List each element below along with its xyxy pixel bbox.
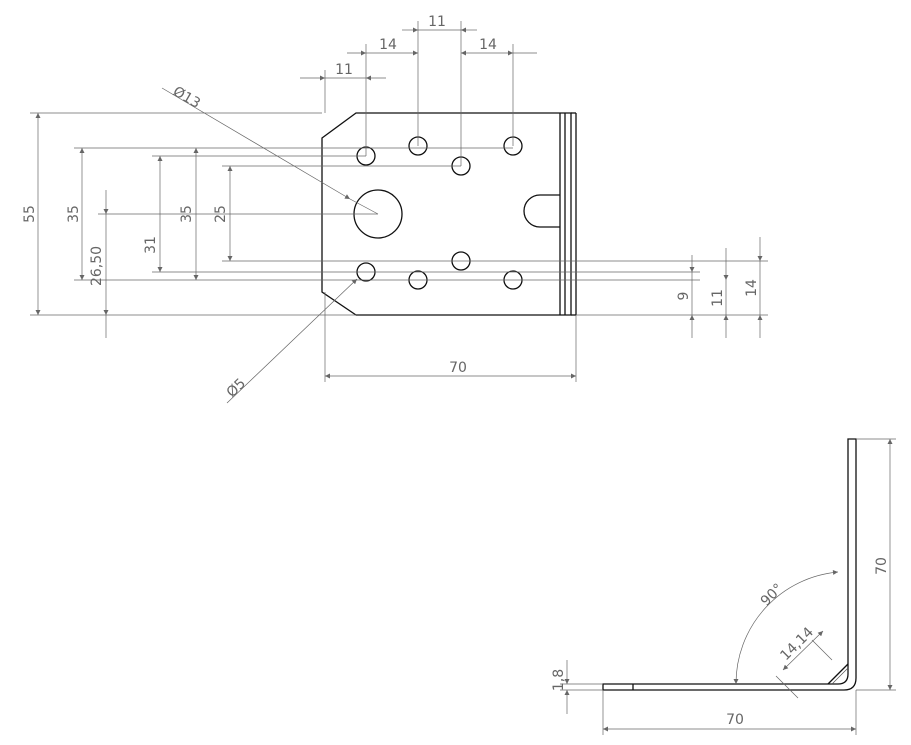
slot-cutout — [523, 194, 560, 228]
dim-gusset-length: 14,14 — [777, 624, 817, 664]
dim-overall-height: 55 — [22, 205, 38, 223]
dim-center-row-spacing: 25 — [213, 205, 229, 223]
dim-hole-pitch-right: 14 — [479, 37, 497, 53]
dim-horizontal-leg: 70 — [726, 712, 744, 728]
dim-center-hole-offset: 26,50 — [89, 246, 105, 286]
top-view: 11 14 14 11 Ø13 Ø5 55 35 — [22, 14, 768, 404]
gusset-rib — [827, 663, 849, 685]
dim-vertical-leg: 70 — [874, 557, 890, 575]
dim-inner-hole-spacing: 35 — [179, 205, 195, 223]
dim-bottom-offset-1: 9 — [676, 292, 692, 301]
dim-bend-angle: 90° — [758, 581, 787, 610]
dim-small-hole-diameter: Ø5 — [224, 376, 249, 401]
dim-overall-width: 70 — [449, 360, 467, 376]
dim-edge-to-first-hole: 11 — [335, 62, 353, 78]
dim-hole-pitch-middle: 11 — [428, 14, 446, 30]
dim-outer-hole-spacing: 35 — [66, 205, 82, 223]
dim-large-hole-diameter: Ø13 — [170, 84, 203, 112]
dim-thickness: 1,8 — [551, 669, 567, 691]
dim-bottom-offset-2: 11 — [710, 289, 726, 307]
dim-bottom-offset-3: 14 — [744, 279, 760, 297]
side-view: 90° 14,14 70 70 1,8 — [551, 438, 896, 735]
angle-bracket-profile — [602, 438, 857, 691]
dim-hole-pitch-left: 14 — [379, 37, 397, 53]
dim-middle-hole-spacing: 31 — [143, 236, 159, 254]
